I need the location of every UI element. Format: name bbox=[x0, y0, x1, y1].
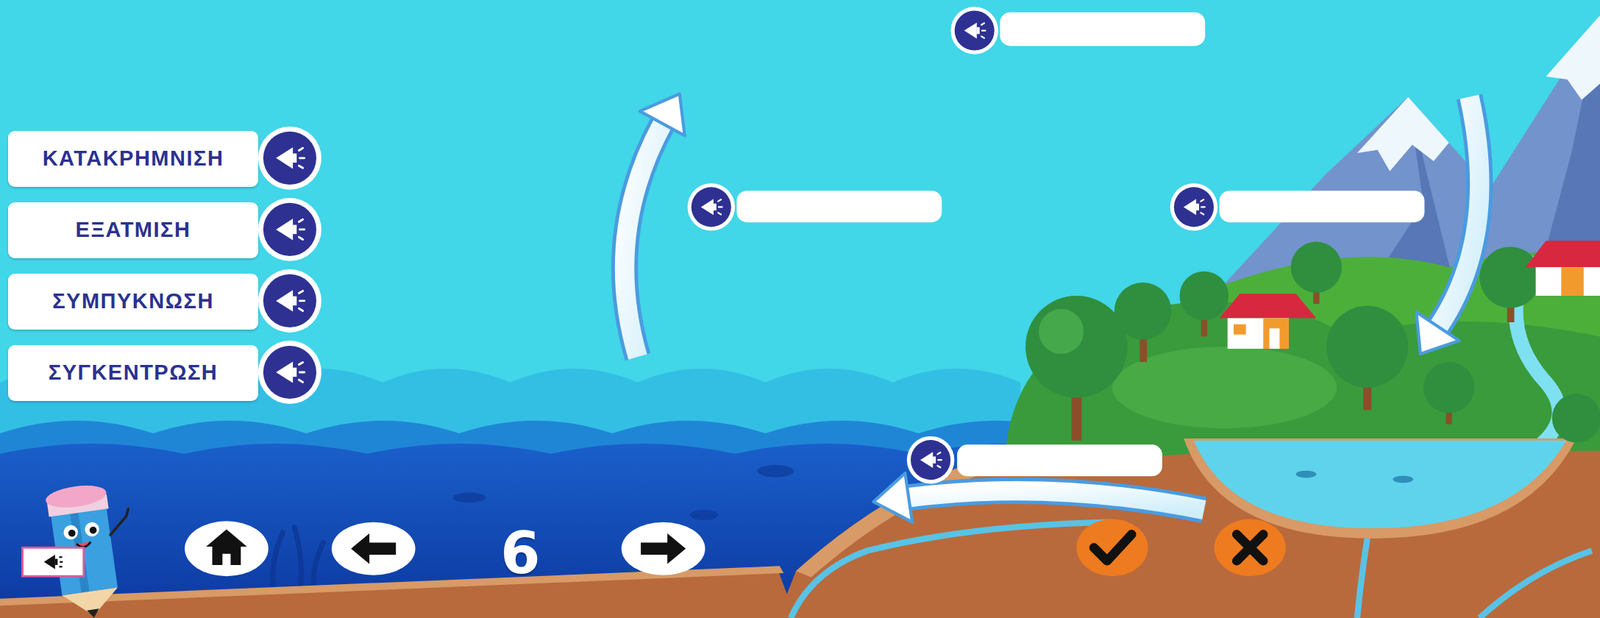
arrow-head bbox=[640, 94, 685, 137]
houses bbox=[1219, 240, 1600, 349]
tree-crown bbox=[1291, 242, 1342, 293]
snow-cap bbox=[1545, 15, 1600, 101]
tree-crown bbox=[1326, 306, 1408, 388]
house-wall bbox=[1227, 317, 1289, 349]
eye bbox=[62, 524, 79, 541]
sound-icon bbox=[44, 554, 64, 569]
lake bbox=[1193, 440, 1567, 529]
speaker-button bbox=[258, 126, 322, 190]
word-label: ΣΥΜΠΥΚΝΩΣΗ bbox=[52, 289, 215, 314]
answer-slot bbox=[999, 12, 1205, 47]
tree-crown bbox=[1479, 246, 1541, 308]
tree-crown bbox=[1423, 361, 1475, 413]
clear-icon bbox=[1236, 534, 1264, 561]
arrow-head bbox=[873, 473, 913, 523]
pupil bbox=[67, 528, 76, 538]
answer-slot bbox=[957, 444, 1163, 476]
groundwater bbox=[1479, 550, 1592, 618]
fish bbox=[690, 509, 719, 521]
word-card: ΣΥΓΚΕΝΤΡΩΣΗ bbox=[8, 345, 259, 401]
word-label: ΕΞΑΤΜΙΣΗ bbox=[75, 218, 192, 243]
eye bbox=[83, 521, 101, 538]
groundwater bbox=[1357, 538, 1368, 618]
next-icon bbox=[640, 533, 686, 565]
clear-button bbox=[1214, 519, 1286, 577]
page-number: 6 bbox=[500, 524, 540, 582]
answer-slots bbox=[687, 6, 1425, 484]
house-roof bbox=[1219, 293, 1317, 318]
speaker-button bbox=[258, 197, 322, 262]
house-side bbox=[1561, 267, 1584, 296]
fish bbox=[453, 492, 486, 504]
precipitation-arrow bbox=[1416, 97, 1480, 354]
speaker-button bbox=[907, 436, 955, 484]
home-icon bbox=[205, 528, 247, 565]
speaker-button bbox=[258, 269, 322, 333]
arrow-body bbox=[908, 490, 1205, 510]
word-card: ΚΑΤΑΚΡΗΜΝΙΣΗ bbox=[8, 130, 259, 187]
word-label: ΚΑΤΑΚΡΗΜΝΙΣΗ bbox=[42, 147, 225, 171]
tree-crown bbox=[1179, 271, 1230, 321]
check-button bbox=[1076, 519, 1148, 577]
arrow-body bbox=[1438, 97, 1480, 327]
fish bbox=[1392, 475, 1414, 484]
house-window bbox=[1233, 324, 1247, 335]
sound-sign bbox=[22, 547, 84, 576]
house-roof bbox=[1525, 240, 1600, 268]
arrow-outline bbox=[624, 122, 664, 357]
house-wall bbox=[1536, 267, 1600, 296]
pupil bbox=[89, 525, 98, 535]
answer-slot bbox=[1219, 190, 1425, 223]
arrow-outline bbox=[908, 490, 1205, 510]
pencil-tip bbox=[61, 587, 121, 618]
tree-highlight bbox=[1038, 308, 1084, 354]
tree-crown bbox=[1025, 295, 1128, 398]
arrow-head bbox=[1416, 311, 1459, 354]
fish bbox=[1296, 470, 1317, 479]
tree-crown bbox=[1114, 282, 1172, 340]
word-card: ΕΞΑΤΜΙΣΗ bbox=[8, 202, 259, 259]
word-label: ΣΥΓΚΕΝΤΡΩΣΗ bbox=[48, 361, 219, 385]
arrow-body bbox=[624, 122, 664, 357]
speaker-button bbox=[258, 340, 322, 404]
arm bbox=[106, 509, 131, 536]
pencil-lead bbox=[86, 608, 101, 618]
ground bbox=[0, 438, 1600, 618]
next-button bbox=[621, 522, 706, 576]
navigation bbox=[184, 519, 1286, 577]
answer-slot bbox=[736, 190, 942, 223]
house-side bbox=[1263, 317, 1289, 349]
house-door bbox=[1269, 328, 1280, 349]
tree-crown bbox=[1552, 393, 1600, 443]
speaker-button bbox=[687, 183, 736, 231]
speaker-button bbox=[1170, 183, 1219, 231]
snow-cap bbox=[1357, 97, 1450, 172]
trees bbox=[1025, 242, 1600, 443]
word-card: ΣΥΜΠΥΚΝΩΣΗ bbox=[8, 273, 259, 330]
back-button bbox=[331, 522, 416, 576]
arrow-outline bbox=[1438, 97, 1480, 327]
speaker-button bbox=[950, 6, 999, 54]
fish bbox=[756, 464, 794, 478]
pencil-eraser bbox=[44, 481, 108, 511]
home-button bbox=[184, 520, 269, 576]
groundwater bbox=[790, 522, 1113, 618]
back-icon bbox=[350, 533, 396, 565]
evaporation-arrow bbox=[624, 94, 685, 358]
check-icon bbox=[1093, 534, 1132, 561]
